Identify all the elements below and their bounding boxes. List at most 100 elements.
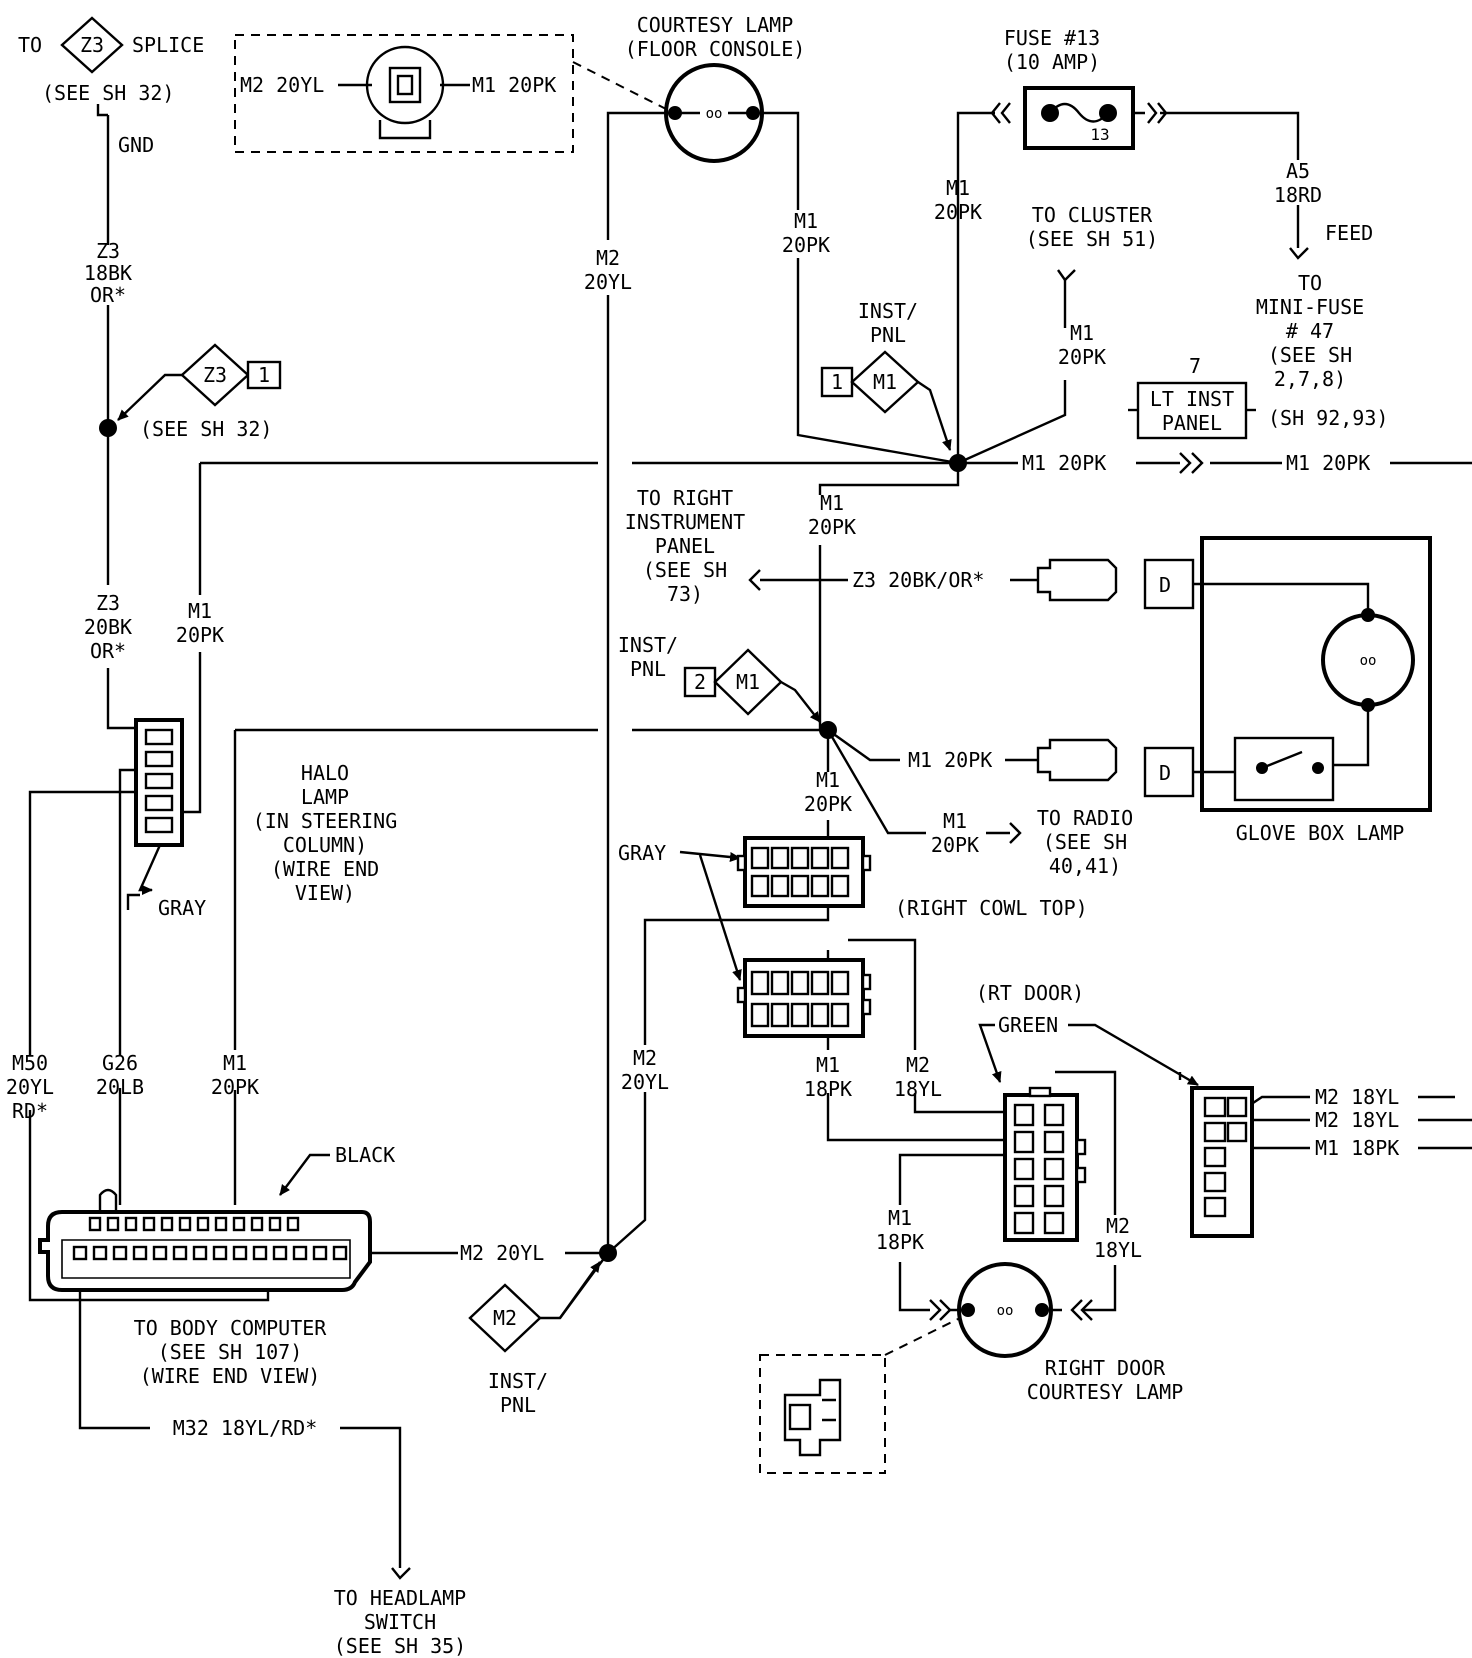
svg-text:M1 20PK: M1 20PK (1022, 451, 1106, 475)
svg-text:1: 1 (831, 370, 843, 394)
svg-text:VIEW): VIEW) (295, 881, 355, 905)
svg-text:18YL: 18YL (894, 1077, 942, 1101)
svg-text:20PK: 20PK (804, 792, 852, 816)
svg-text:TO: TO (1298, 271, 1322, 295)
svg-text:RD*: RD* (12, 1099, 48, 1123)
svg-text:Z3 20BK/OR*: Z3 20BK/OR* (852, 568, 984, 592)
to-z3-splice: TO Z3 SPLICE (SEE SH 32) GND (18, 16, 204, 157)
svg-text:18BK: 18BK (84, 261, 132, 285)
svg-text:M1: M1 (816, 768, 840, 792)
inst-pnl-1: INST/ PNL 1 M1 (820, 299, 952, 451)
svg-text:20PK: 20PK (1058, 345, 1106, 369)
svg-text:2: 2 (694, 670, 706, 694)
svg-text:M32 18YL/RD*: M32 18YL/RD* (173, 1416, 318, 1440)
svg-text:SPLICE: SPLICE (132, 33, 204, 57)
svg-text:PNL: PNL (630, 657, 666, 681)
svg-text:1: 1 (258, 363, 270, 387)
svg-text:Z3: Z3 (96, 591, 120, 615)
svg-text:FUSE #13: FUSE #13 (1004, 26, 1100, 50)
svg-text:40,41): 40,41) (1049, 854, 1121, 878)
svg-text:18PK: 18PK (804, 1077, 852, 1101)
svg-text:INSTRUMENT: INSTRUMENT (625, 510, 745, 534)
svg-text:(SEE SH: (SEE SH (643, 558, 727, 582)
right-cowl-lower-connector (736, 958, 872, 1038)
glove-box-plugs: M1 20PK (908, 558, 1118, 782)
svg-text:LAMP: LAMP (301, 785, 349, 809)
splice-z3-1: Z3 1 (SEE SH 32) (117, 343, 282, 441)
svg-text:M1: M1 (820, 491, 844, 515)
svg-text:M2 18YL: M2 18YL (1315, 1085, 1399, 1109)
lt-inst-panel: 7 LT INST PANEL (SH 92,93) (1128, 354, 1388, 440)
svg-text:(RIGHT COWL TOP): (RIGHT COWL TOP) (895, 896, 1088, 920)
splice-junctions (99, 419, 967, 1262)
svg-text:TO BODY COMPUTER: TO BODY COMPUTER (134, 1316, 328, 1340)
svg-text:(SEE SH 35): (SEE SH 35) (334, 1634, 466, 1658)
svg-text:LT INST: LT INST (1150, 387, 1234, 411)
svg-text:TO RIGHT: TO RIGHT (637, 486, 733, 510)
to-radio: M1 20PK M1 20PK TO RADIO (SEE SH 40,41) (804, 768, 1133, 878)
body-wire-labels: M50 20YL RD* G26 20LB M1 20PK BLACK (6, 1051, 395, 1196)
to-cluster: TO CLUSTER (SEE SH 51) M1 20PK (1026, 203, 1158, 369)
svg-text:oo: oo (706, 106, 723, 122)
svg-text:M1: M1 (794, 209, 818, 233)
svg-text:M2: M2 (633, 1046, 657, 1070)
svg-text:TO RADIO: TO RADIO (1037, 806, 1133, 830)
svg-text:TO CLUSTER: TO CLUSTER (1032, 203, 1153, 227)
z3-20bk-label: Z3 20BK OR* M1 20PK (84, 591, 224, 663)
svg-text:COURTESY LAMP: COURTESY LAMP (637, 13, 794, 37)
svg-text:M1 20PK: M1 20PK (908, 748, 992, 772)
svg-text:M1 18PK: M1 18PK (1315, 1136, 1399, 1160)
halo-lamp-detail: M2 20YL M1 20PK (234, 34, 669, 153)
svg-text:13: 13 (1090, 125, 1109, 144)
svg-text:M2 20YL: M2 20YL (240, 73, 324, 97)
right-door-courtesy-lamp: M1 18PK M2 18YL oo RIGHT DOOR COURTESY L… (759, 1206, 1183, 1474)
svg-text:GND: GND (118, 133, 154, 157)
svg-text:20PK: 20PK (176, 623, 224, 647)
svg-text:Z3: Z3 (203, 363, 227, 387)
courtesy-lamp-floor-console: COURTESY LAMP (FLOOR CONSOLE) oo M2 20YL… (584, 13, 830, 294)
svg-text:M1: M1 (188, 599, 212, 623)
svg-text:D: D (1159, 573, 1171, 597)
glove-box-lamp: D D oo GLOVE BOX LAMP (1143, 536, 1432, 845)
svg-text:20LB: 20LB (96, 1075, 144, 1099)
svg-text:M1: M1 (888, 1206, 912, 1230)
svg-text:M1: M1 (223, 1051, 247, 1075)
svg-text:FEED: FEED (1325, 221, 1373, 245)
svg-text:20PK: 20PK (934, 200, 982, 224)
to-right-instrument-panel: TO RIGHT INSTRUMENT PANEL (SEE SH 73) M1… (625, 486, 985, 606)
svg-text:(SEE SH 32): (SEE SH 32) (42, 81, 174, 105)
svg-text:(SEE SH: (SEE SH (1043, 830, 1127, 854)
svg-text:(SH 92,93): (SH 92,93) (1268, 406, 1388, 430)
svg-text:7: 7 (1189, 354, 1201, 378)
m1-main-labels: M1 20PK M1 20PK (1022, 451, 1370, 475)
svg-text:M2 18YL: M2 18YL (1315, 1108, 1399, 1132)
svg-text:20BK: 20BK (84, 615, 132, 639)
wires (28, 111, 1472, 1568)
svg-text:(WIRE END VIEW): (WIRE END VIEW) (140, 1364, 321, 1388)
svg-text:(SEE SH 32): (SEE SH 32) (140, 417, 272, 441)
rt-door-connector: (RT DOOR) GREEN (976, 981, 1199, 1242)
svg-text:M1: M1 (736, 670, 760, 694)
svg-text:(FLOOR CONSOLE): (FLOOR CONSOLE) (625, 37, 806, 61)
lower-wire-labels: M2 20YL M1 18PK M2 18YL (621, 1046, 942, 1101)
svg-text:INST/: INST/ (858, 299, 918, 323)
svg-text:TO HEADLAMP: TO HEADLAMP (334, 1586, 466, 1610)
svg-text:PNL: PNL (870, 323, 906, 347)
svg-text:M1 20PK: M1 20PK (1286, 451, 1370, 475)
svg-text:OR*: OR* (90, 283, 126, 307)
svg-text:M2: M2 (596, 246, 620, 270)
svg-text:(SEE SH 107): (SEE SH 107) (158, 1340, 303, 1364)
svg-text:COLUMN): COLUMN) (283, 833, 367, 857)
svg-text:18YL: 18YL (1094, 1238, 1142, 1262)
svg-text:A5: A5 (1286, 159, 1310, 183)
svg-text:Z3: Z3 (96, 239, 120, 263)
svg-text:20YL: 20YL (6, 1075, 54, 1099)
svg-text:SWITCH: SWITCH (364, 1610, 436, 1634)
svg-text:20PK: 20PK (211, 1075, 259, 1099)
svg-text:M2: M2 (493, 1306, 517, 1330)
svg-text:(SEE SH: (SEE SH (1268, 343, 1352, 367)
right-cowl-top-connector: GRAY (RIGHT COWL TOP) (618, 836, 1088, 981)
z3-splice-diamond (60, 16, 124, 74)
svg-text:M1: M1 (816, 1053, 840, 1077)
